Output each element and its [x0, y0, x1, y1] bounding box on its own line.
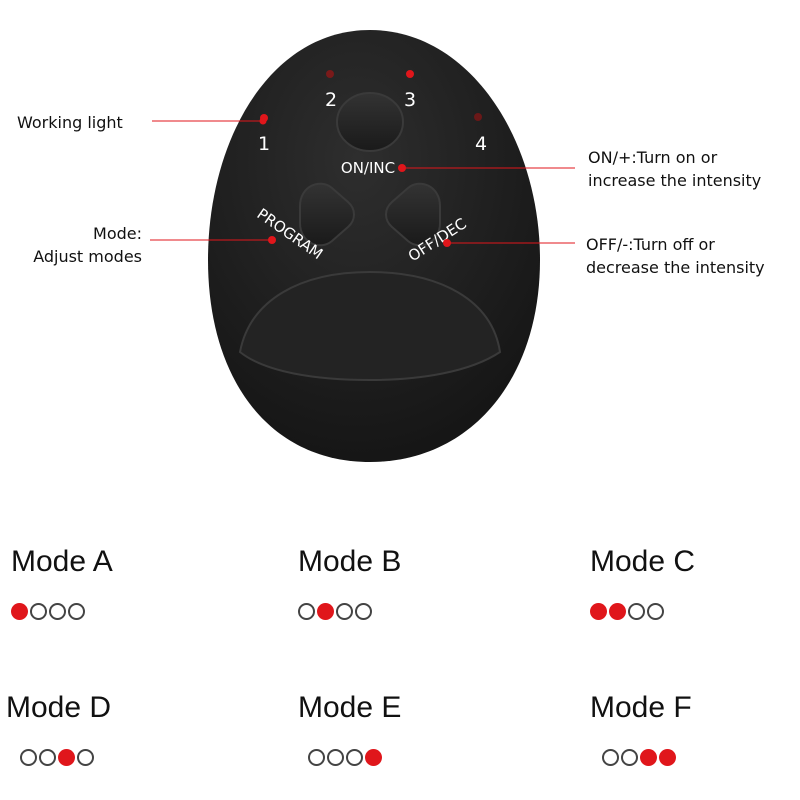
led-off-dot	[68, 603, 85, 620]
mode-d-title: Mode D	[6, 691, 112, 724]
led-off-dot	[308, 749, 325, 766]
led-off-dot	[621, 749, 638, 766]
mode-a-dots	[11, 601, 211, 621]
led-off-dot	[602, 749, 619, 766]
led-off-dot	[647, 603, 664, 620]
led-off-dot	[49, 603, 66, 620]
indicator-led-2	[326, 70, 334, 78]
led-on-dot	[659, 749, 676, 766]
mode-c: Mode C	[590, 545, 790, 621]
led-on-dot	[11, 603, 28, 620]
indicator-number-4: 4	[475, 133, 487, 155]
mode-e-title: Mode E	[298, 691, 402, 724]
callout-working-light-text: Working light	[17, 113, 123, 132]
led-on-dot	[640, 749, 657, 766]
callout-dot-mode	[268, 236, 276, 244]
callout-mode-line2: Adjust modes	[33, 247, 142, 266]
indicator-led-4	[474, 113, 482, 121]
led-on-dot	[58, 749, 75, 766]
mode-b: Mode B	[298, 545, 498, 621]
led-on-dot	[590, 603, 607, 620]
indicator-number-1: 1	[258, 133, 270, 155]
led-off-dot	[628, 603, 645, 620]
callout-on: ON/+:Turn on or increase the intensity	[588, 146, 761, 192]
device-illustration: 1 2 3 4 ON/INC PROGRAM OFF/DEC	[150, 30, 575, 462]
callout-dot-on	[398, 164, 406, 172]
callout-working-light: Working light	[17, 111, 123, 134]
callout-off-line1: OFF/-:Turn off or	[586, 235, 715, 254]
led-off-dot	[355, 603, 372, 620]
mode-b-title: Mode B	[298, 545, 402, 578]
mode-f: Mode F	[590, 691, 790, 767]
mode-e-dots	[308, 747, 498, 767]
mode-a: Mode A	[11, 545, 211, 621]
callout-on-line2: increase the intensity	[588, 171, 762, 190]
mode-d-dots	[20, 747, 206, 767]
program-button[interactable]	[299, 182, 355, 247]
mode-d: Mode D	[6, 691, 206, 767]
mode-f-dots	[602, 747, 790, 767]
callout-dot-working-light	[259, 117, 267, 125]
led-off-dot	[336, 603, 353, 620]
mode-b-dots	[298, 601, 498, 621]
mode-c-dots	[590, 601, 790, 621]
led-off-dot	[346, 749, 363, 766]
indicator-number-3: 3	[404, 89, 416, 111]
callout-dot-off	[443, 239, 451, 247]
indicator-number-2: 2	[325, 89, 337, 111]
mode-e: Mode E	[298, 691, 498, 767]
lower-pad	[238, 270, 502, 382]
callout-off: OFF/-:Turn off or decrease the intensity	[586, 233, 765, 279]
indicator-led-3	[406, 70, 414, 78]
led-off-dot	[20, 749, 37, 766]
led-off-dot	[30, 603, 47, 620]
callout-mode: Mode: Adjust modes	[0, 222, 142, 268]
callout-on-line1: ON/+:Turn on or	[588, 148, 718, 167]
callout-mode-line1: Mode:	[93, 224, 142, 243]
mode-f-title: Mode F	[590, 691, 692, 724]
led-off-dot	[39, 749, 56, 766]
off-dec-button[interactable]	[385, 182, 441, 247]
led-off-dot	[77, 749, 94, 766]
led-on-dot	[609, 603, 626, 620]
on-inc-label: ON/INC	[341, 159, 395, 177]
led-on-dot	[317, 603, 334, 620]
callout-off-line2: decrease the intensity	[586, 258, 765, 277]
led-off-dot	[327, 749, 344, 766]
led-on-dot	[365, 749, 382, 766]
mode-c-title: Mode C	[590, 545, 696, 578]
power-button[interactable]	[336, 92, 404, 152]
led-off-dot	[298, 603, 315, 620]
mode-a-title: Mode A	[11, 545, 113, 578]
